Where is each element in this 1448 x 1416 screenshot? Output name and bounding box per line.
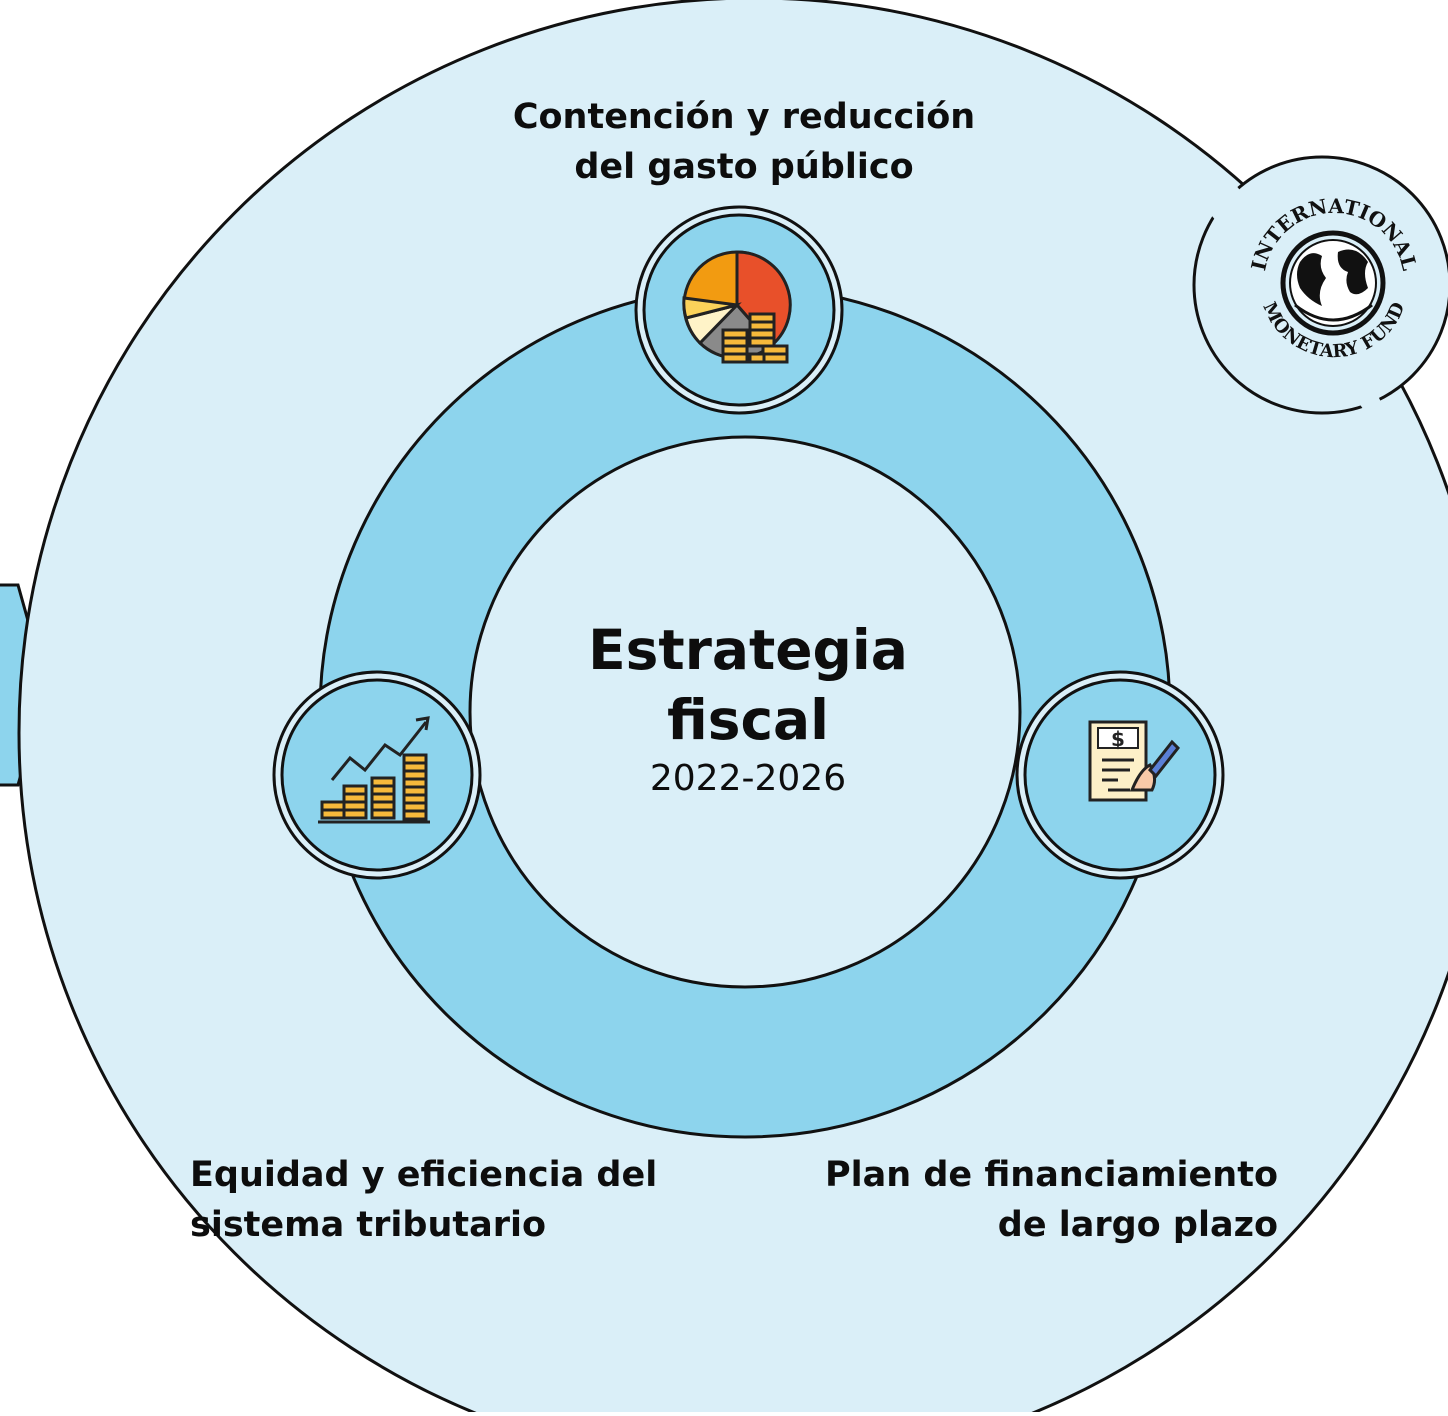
node-left-label-line1: Equidad y eficiencia del bbox=[190, 1155, 658, 1195]
center-title-line2: fiscal bbox=[666, 688, 830, 752]
node-top-label-line1: Contención y reducción bbox=[512, 97, 976, 137]
node-right-label-line2: de largo plazo bbox=[997, 1205, 1278, 1245]
center-text: Estrategia fiscal 2022-2026 bbox=[548, 615, 948, 801]
signed-contract-icon: $ bbox=[1088, 720, 1181, 802]
node-top-label-line2: del gasto público bbox=[574, 147, 914, 187]
growth-chart-coins-icon bbox=[318, 716, 430, 824]
node-right-label: Plan de financiamiento de largo plazo bbox=[700, 1150, 1278, 1250]
center-disc bbox=[468, 435, 1022, 989]
center-title: Estrategia fiscal bbox=[548, 615, 948, 755]
node-left-label-line2: sistema tributario bbox=[190, 1205, 547, 1245]
node-right-label-line1: Plan de financiamiento bbox=[824, 1155, 1278, 1195]
node-left-label: Equidad y eficiencia del sistema tributa… bbox=[190, 1150, 657, 1250]
node-left bbox=[272, 670, 482, 880]
node-top-label: Contención y reducción del gasto público bbox=[444, 92, 1044, 192]
pie-chart-coins-icon bbox=[682, 250, 792, 364]
svg-text:$: $ bbox=[1111, 727, 1125, 751]
center-subtitle: 2022-2026 bbox=[649, 758, 847, 799]
center-title-line1: Estrategia bbox=[588, 618, 908, 682]
